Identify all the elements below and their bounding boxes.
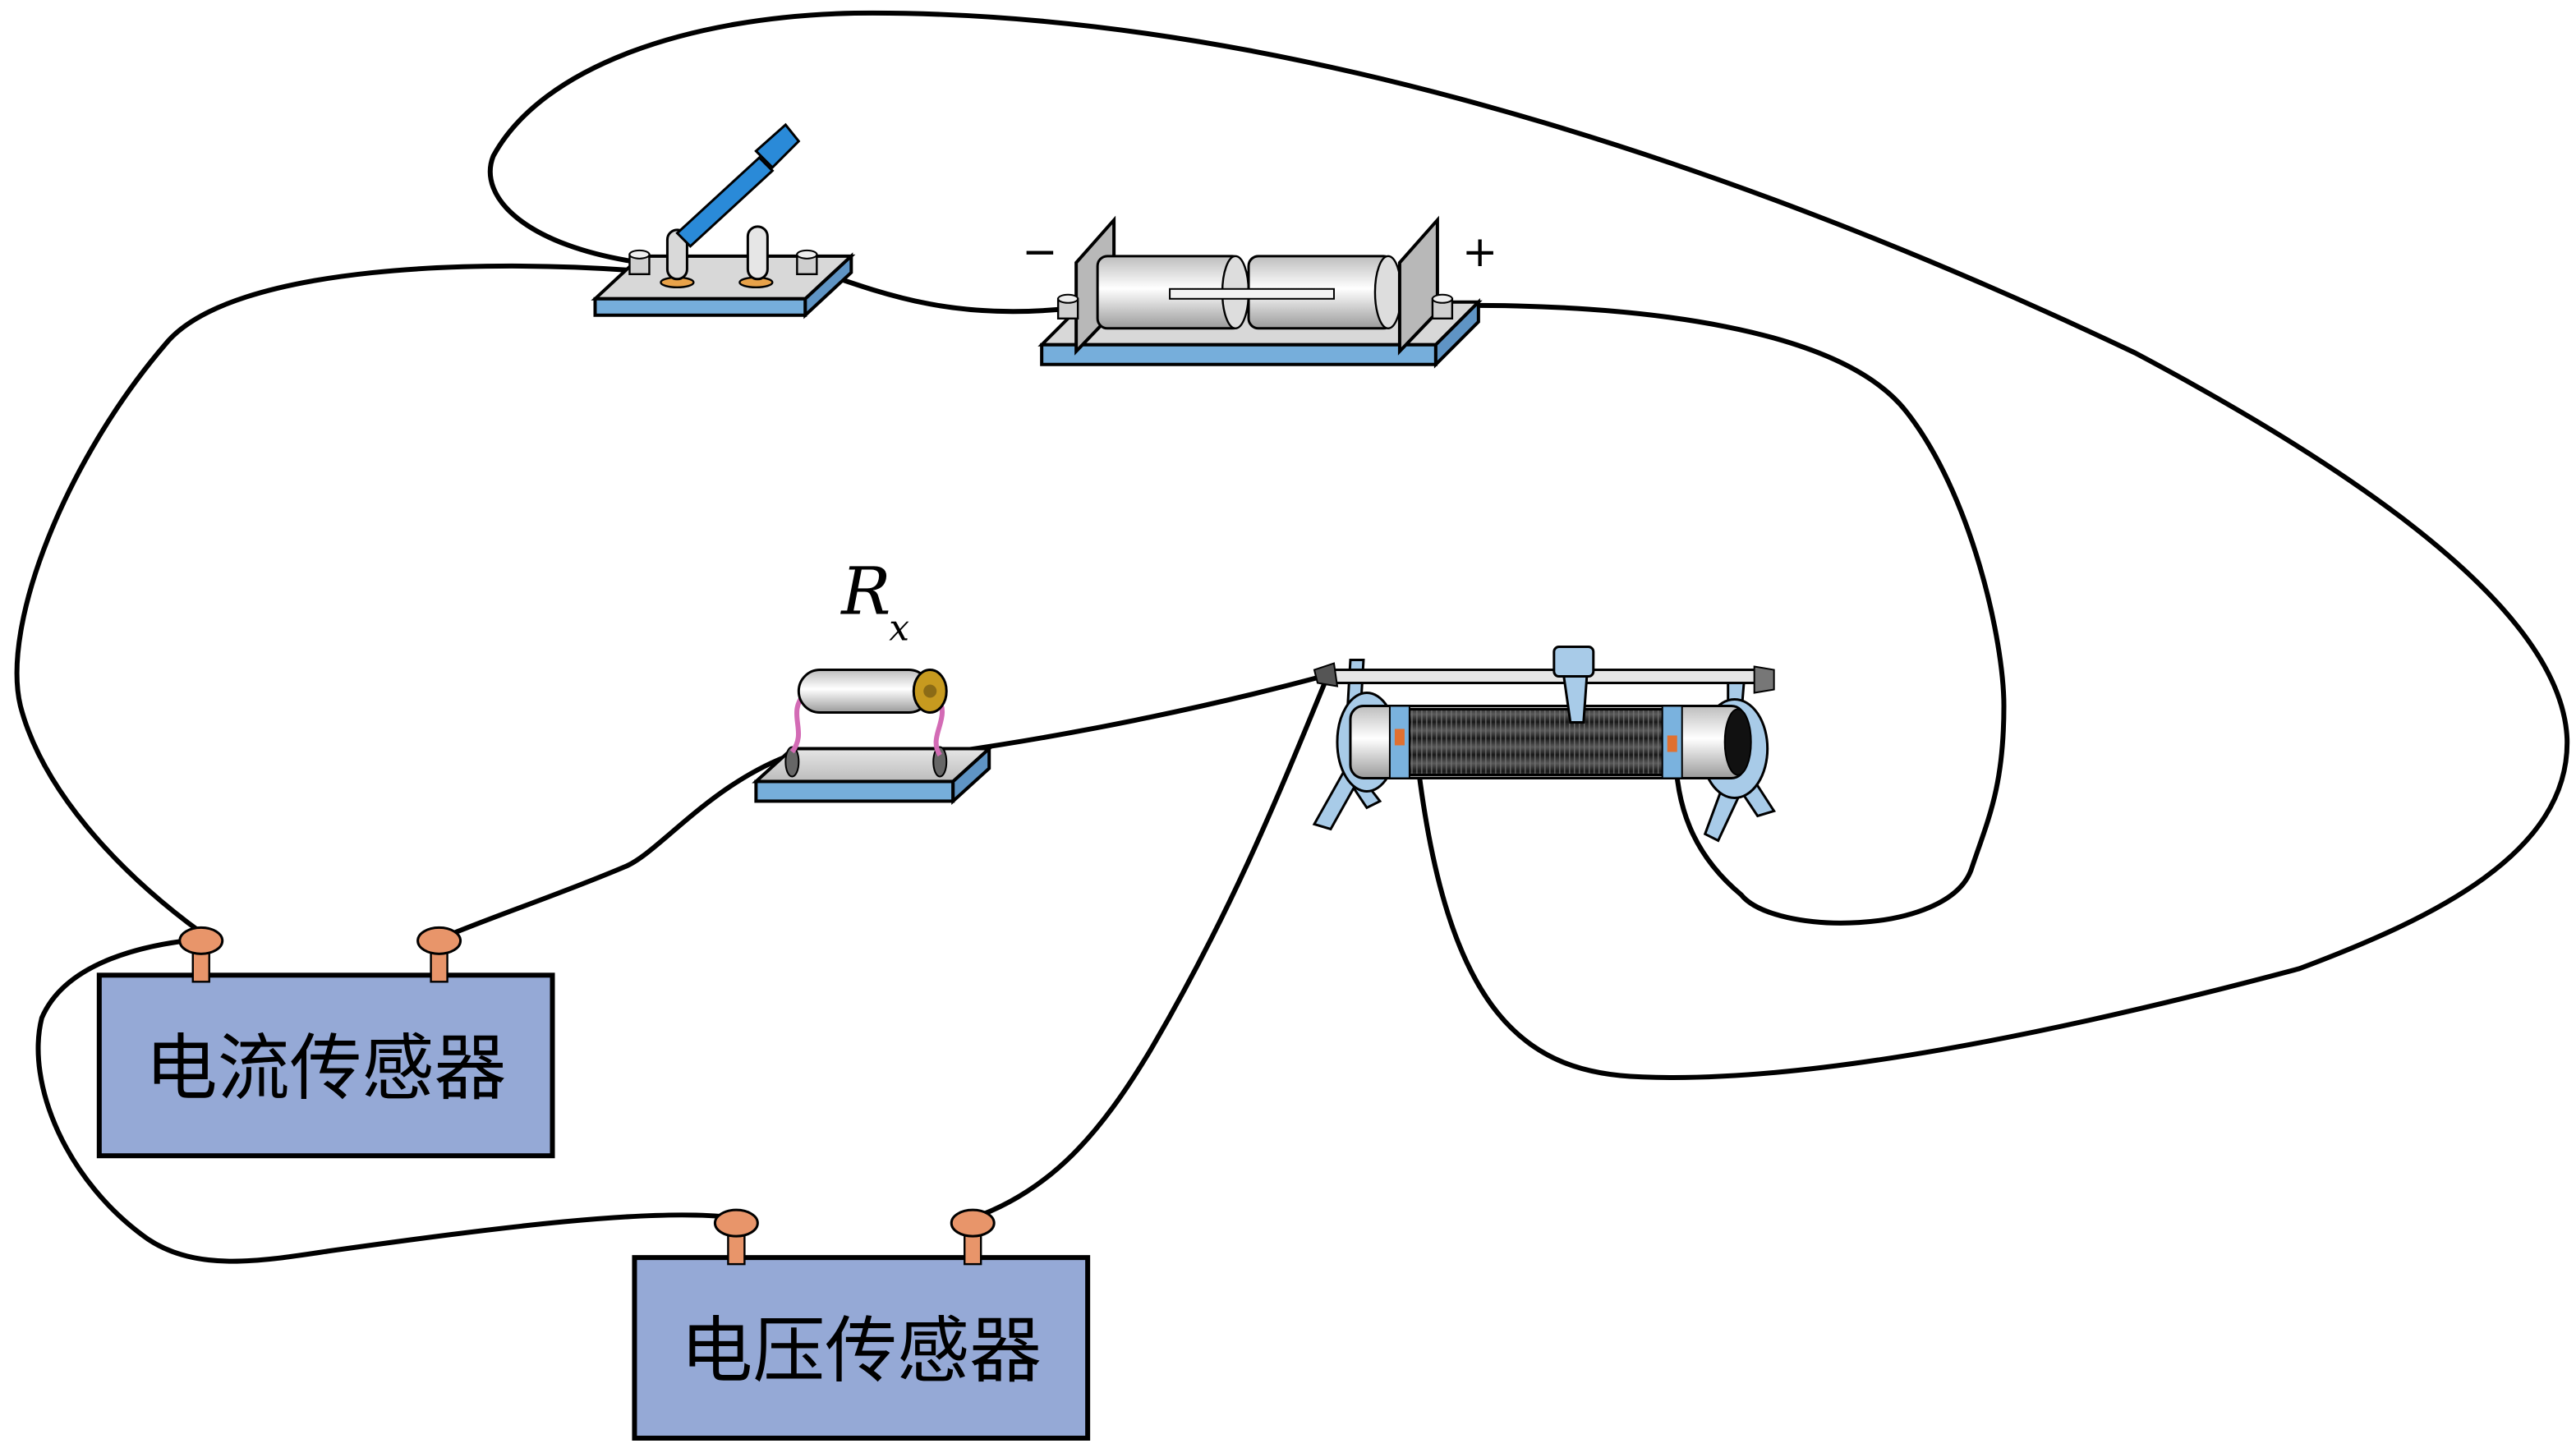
rheostat-terminal-top-right (1753, 665, 1775, 694)
current-sensor-body (96, 972, 555, 1159)
switch-terminal-left (628, 249, 651, 276)
rheostat-slider[interactable] (1552, 646, 1595, 724)
resistor-label-subscript: x (889, 608, 909, 650)
battery-terminal-negative (1056, 293, 1079, 319)
rheostat-band-mark-right (1667, 735, 1677, 752)
switch-base-side (803, 252, 853, 319)
voltage-sensor-label: 电压传感器 (680, 1308, 1042, 1393)
wire-resistor-to-rheostat (950, 673, 1325, 755)
wire-switch-to-current-sensor (14, 263, 641, 935)
current-sensor-terminal-right (416, 926, 462, 983)
rheostat-end-right (1723, 708, 1752, 776)
resistor-end-dot (923, 684, 937, 698)
rheostat-band-mark-left (1394, 729, 1405, 746)
battery-clip-bar (1169, 287, 1335, 300)
resistor-base-side (951, 744, 991, 805)
switch-post-right (746, 225, 769, 281)
voltage-sensor-terminal-right (950, 1208, 996, 1266)
voltage-sensor-terminal-left (713, 1208, 759, 1266)
resistor-mount-left (784, 746, 800, 778)
voltage-sensor-body (632, 1255, 1091, 1441)
knife-switch[interactable] (591, 122, 856, 319)
current-sensor: 电流传感器 (96, 926, 555, 1159)
switch-blade[interactable] (675, 122, 801, 248)
resistor-label: R (840, 554, 890, 630)
switch-handle-icon (754, 122, 801, 170)
voltage-sensor: 电压传感器 (632, 1208, 1091, 1441)
battery-base-front (1040, 342, 1438, 366)
wire-voltage-sensor-to-rheostat (970, 673, 1330, 1221)
wire-battery-positive-to-rheostat (1444, 302, 2007, 926)
battery-positive-sign: + (1462, 228, 1498, 277)
battery-terminal-positive (1431, 293, 1454, 319)
resistor-body (797, 669, 932, 715)
rheostat-terminal-top-left (1313, 662, 1339, 687)
current-sensor-label: 电流传感器 (145, 1026, 507, 1110)
wire-resistor-to-current-sensor (436, 754, 789, 942)
battery-negative-sign: − (1022, 228, 1058, 277)
battery-holder: − + (1022, 215, 1498, 369)
sliding-rheostat (1312, 646, 1777, 843)
battery-base-side (1433, 297, 1480, 369)
wire-switch-loop-to-battery-positive (487, 10, 2570, 1080)
wires (14, 10, 2570, 1264)
resistor-rx: R x (752, 554, 994, 805)
switch-base-front (593, 296, 807, 317)
rheostat-coil (1392, 708, 1674, 776)
wire-current-sensor-to-voltage-sensor (35, 936, 739, 1264)
resistor-base-front (754, 779, 955, 803)
switch-terminal-right (796, 249, 818, 276)
switch-post-left (665, 228, 688, 281)
current-sensor-terminal-left (178, 926, 224, 983)
rheostat-slide-rod (1332, 669, 1760, 685)
